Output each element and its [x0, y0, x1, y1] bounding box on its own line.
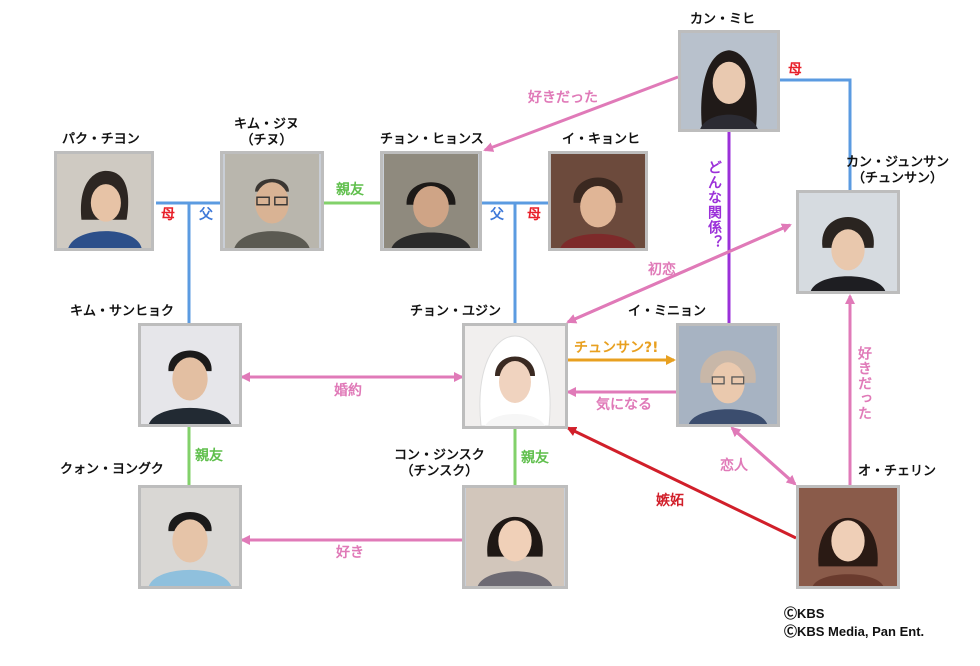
- credit-kbs-media: ⒸKBS Media, Pan Ent.: [784, 624, 925, 639]
- photo-lee-minhyung[interactable]: [676, 323, 780, 427]
- portrait-image: [551, 154, 645, 248]
- name-jung-yujin: チョン・ユジン: [410, 304, 502, 319]
- first-love-arrow-b: [567, 223, 792, 324]
- liked-arrow-top: [483, 75, 679, 152]
- photo-park-chiyon[interactable]: [54, 151, 154, 251]
- label-mother-right: 母: [788, 62, 802, 78]
- label-jealousy: 嫉妬: [656, 493, 684, 509]
- label-likes: 好き: [336, 545, 364, 561]
- label-best-friend-left: 親友: [195, 448, 223, 464]
- name-kim-sanghyuk: キム・サンヒョク: [70, 304, 175, 319]
- portrait-image: [681, 33, 777, 129]
- photo-jung-yujin[interactable]: [462, 323, 568, 429]
- name-kwon-yongguk: クォン・ヨングク: [60, 462, 164, 477]
- portrait-image: [57, 154, 151, 248]
- label-mother-mid: 母: [527, 207, 541, 223]
- photo-kim-jinu[interactable]: [220, 151, 324, 251]
- name-lee-minhyung: イ・ミニョン: [628, 304, 707, 319]
- name-main: キム・ジヌ: [234, 117, 300, 132]
- name-lee-yonghee: イ・キョンヒ: [562, 132, 641, 147]
- portrait-image: [141, 326, 239, 424]
- name-kong-jinsuk: コン・ジンスク （チンスク）: [394, 448, 485, 480]
- photo-kim-sanghyuk[interactable]: [138, 323, 242, 427]
- photo-kwon-yongguk[interactable]: [138, 485, 242, 589]
- portrait-image: [799, 488, 897, 586]
- photo-oh-chaerin[interactable]: [796, 485, 900, 589]
- portrait-image: [679, 326, 777, 424]
- label-best-friend-top: 親友: [336, 182, 364, 198]
- portrait-image: [799, 193, 897, 291]
- name-park-chiyon: パク・チヨン: [62, 132, 140, 147]
- label-engaged: 婚約: [334, 383, 362, 399]
- name-sub: （チヌ）: [240, 133, 293, 148]
- name-kang-joonsang: カン・ジュンサン （チュンサン）: [846, 155, 949, 187]
- credit-kbs: ⒸKBS: [784, 606, 825, 621]
- label-liked-top: 好きだった: [528, 90, 598, 106]
- name-jung-hyunsu: チョン・ヒョンス: [380, 132, 484, 147]
- portrait-image: [465, 326, 565, 426]
- name-main: コン・ジンスク: [394, 448, 485, 463]
- name-main: カン・ジュンサン: [846, 155, 950, 170]
- jealousy-arrow: [566, 426, 797, 540]
- portrait-image: [225, 154, 319, 248]
- portrait-image: [384, 154, 478, 248]
- label-curious: 気になる: [596, 397, 652, 413]
- kim-family-line: [156, 201, 222, 325]
- label-father-left: 父: [199, 207, 213, 223]
- label-lovers: 恋人: [720, 458, 748, 474]
- label-best-friend-mid: 親友: [521, 450, 549, 466]
- name-sub: （チンスク）: [400, 464, 479, 479]
- photo-kang-joonsang[interactable]: [796, 190, 900, 294]
- label-chunsan: チュンサン?!: [574, 340, 659, 356]
- photo-jung-hyunsu[interactable]: [380, 151, 482, 251]
- name-sub: （チュンサン）: [852, 171, 944, 186]
- portrait-image: [466, 488, 564, 586]
- lovers-arrow-b: [731, 426, 797, 486]
- label-father-mid: 父: [490, 207, 504, 223]
- name-kim-jinu: キム・ジヌ （チヌ）: [234, 117, 299, 149]
- name-kang-mihi: カン・ミヒ: [690, 12, 756, 27]
- label-mother-left: 母: [161, 207, 175, 223]
- photo-kong-jinsuk[interactable]: [462, 485, 568, 589]
- portrait-image: [141, 488, 239, 586]
- photo-kang-mihi[interactable]: [678, 30, 780, 132]
- photo-lee-yonghee[interactable]: [548, 151, 648, 251]
- label-what-relation: どんな関係？: [706, 160, 722, 250]
- label-first-love: 初恋: [648, 262, 676, 278]
- kang-mother-line: [780, 78, 852, 190]
- label-liked-right: 好きだった: [856, 346, 872, 421]
- jung-family-line: [482, 201, 550, 325]
- name-oh-chaerin: オ・チェリン: [858, 464, 937, 479]
